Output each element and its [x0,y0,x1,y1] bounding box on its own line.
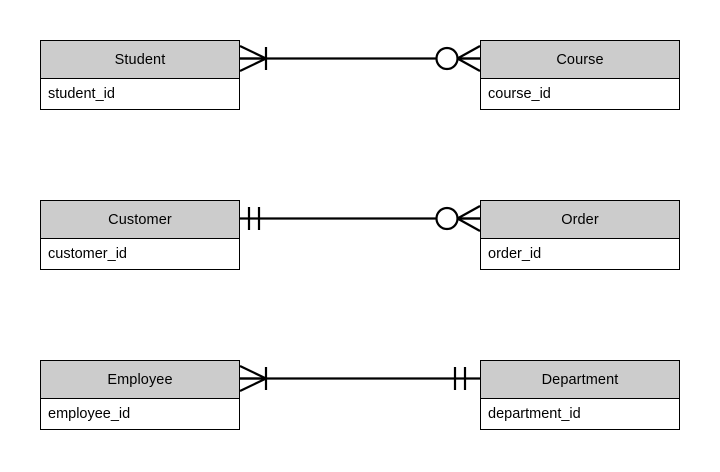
cardinality-student-one-or-many [239,45,268,72]
entity-employee-name: Employee [41,361,239,399]
crows-foot-lower-prong-icon [239,57,267,72]
crows-foot-lower-prong-icon [456,57,481,72]
entity-customer[interactable]: Customer customer_id [40,200,240,270]
relationship-customer-order [240,205,481,232]
entity-course-attribute: course_id [488,86,551,103]
entity-customer-attribute: customer_id [48,246,127,263]
entity-customer-name: Customer [41,201,239,239]
entity-student-attribute: student_id [48,86,115,103]
relationship-student-course [239,45,481,72]
entity-department[interactable]: Department department_id [480,360,680,430]
optional-circle-icon [435,206,459,231]
entity-department-attribute: department_id [488,406,581,423]
crows-foot-upper-prong-icon [456,45,481,60]
entity-course-name: Course [481,41,679,79]
cardinality-order-zero-or-many [435,205,481,232]
optional-circle-icon [435,46,459,71]
cardinality-employee-one-or-many [239,365,268,392]
crows-foot-upper-prong-icon [239,45,267,60]
entity-order[interactable]: Order order_id [480,200,680,270]
entity-employee-attribute: employee_id [48,406,131,423]
cardinality-department-exactly-one [453,367,467,390]
crows-foot-upper-prong-icon [239,365,267,380]
crows-foot-upper-prong-icon [456,205,481,220]
entity-student-name: Student [41,41,239,79]
crows-foot-lower-prong-icon [239,377,267,392]
entity-order-attribute: order_id [488,246,542,263]
entity-order-name: Order [481,201,679,239]
entity-employee[interactable]: Employee employee_id [40,360,240,430]
entity-student[interactable]: Student student_id [40,40,240,110]
entity-course[interactable]: Course course_id [480,40,680,110]
relationship-employee-department [239,365,480,392]
crows-foot-lower-prong-icon [456,217,481,232]
cardinality-customer-exactly-one [247,207,261,230]
cardinality-course-zero-or-many [435,45,481,72]
entity-department-name: Department [481,361,679,399]
